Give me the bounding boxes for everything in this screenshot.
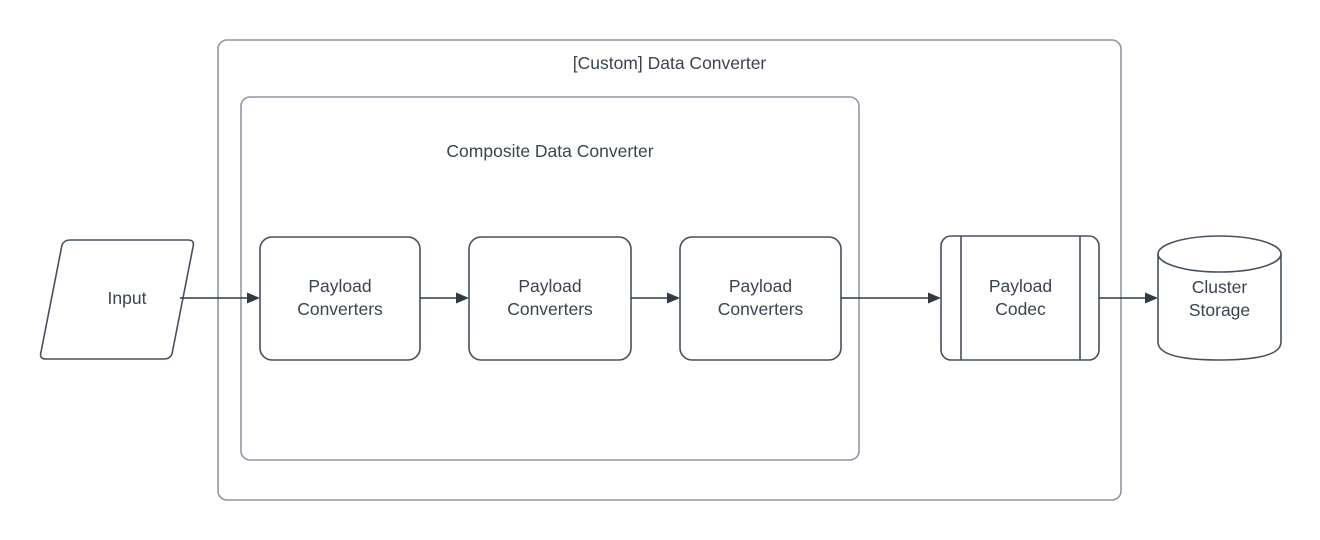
shape-cluster-storage-body[interactable] — [1157, 253, 1282, 361]
shape-payload-codec[interactable] — [940, 235, 1100, 361]
shape-input[interactable] — [39, 239, 195, 360]
edge-converters2-to-converters3 — [631, 292, 680, 304]
container-composite-data-converter — [240, 96, 860, 461]
edge-input-to-converters1 — [180, 292, 260, 304]
shape-payload-converters-3[interactable] — [679, 236, 842, 361]
edge-converters3-to-codec — [841, 292, 941, 304]
edge-codec-to-storage — [1099, 292, 1158, 304]
edge-converters1-to-converters2 — [420, 292, 469, 304]
shape-payload-converters-2[interactable] — [468, 236, 632, 361]
shape-payload-converters-1[interactable] — [259, 236, 421, 361]
shape-cluster-storage-top — [1157, 235, 1282, 273]
container-custom-data-converter — [217, 39, 1122, 501]
